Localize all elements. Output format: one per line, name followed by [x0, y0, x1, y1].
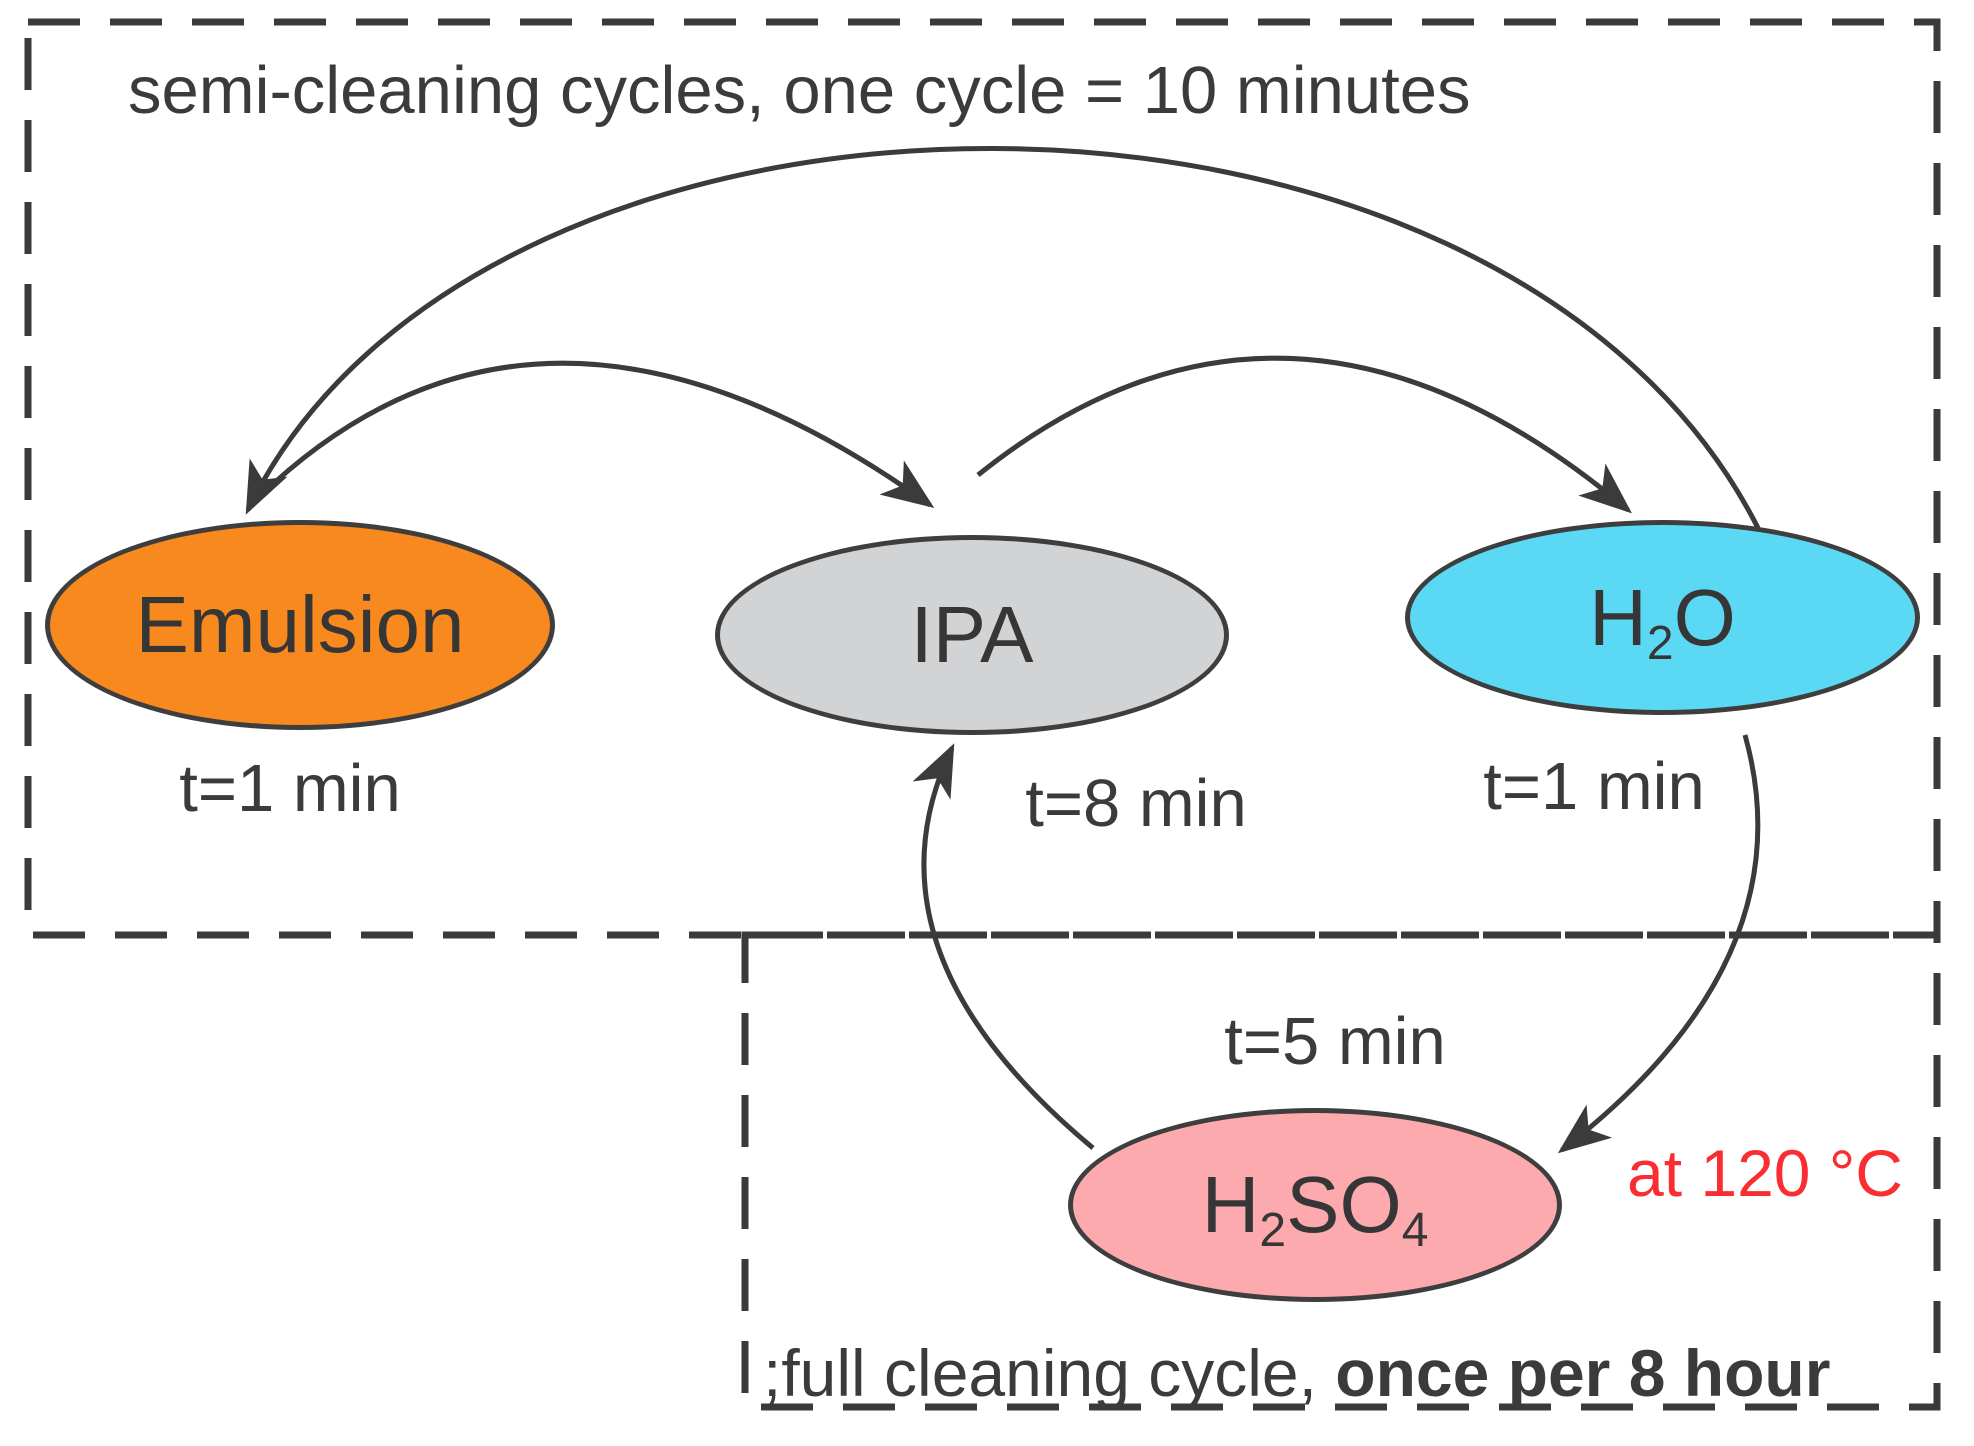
arrow-emulsion-to-ipa — [256, 360, 935, 509]
semi-cleaning-title: semi-cleaning cycles, one cycle = 10 min… — [128, 53, 1471, 128]
node-emulsion: Emulsion — [45, 520, 555, 730]
arrow-ipa-to-h2o — [976, 355, 1633, 514]
semi-cleaning-box — [24, 18, 1941, 939]
node-h2o: H2O — [1405, 520, 1920, 715]
h2o-subscript: 2 — [1646, 616, 1674, 670]
full-cleaning-caption: ;full cleaning cycle, once per 8 hour — [763, 1340, 1830, 1406]
temperature-note: at 120 °C — [1627, 1136, 1903, 1210]
h2so4-subscript-2: 2 — [1259, 1204, 1287, 1258]
arrow-h2so4-to-ipa — [912, 743, 1095, 1150]
h2so4-subscript-4: 4 — [1401, 1204, 1429, 1258]
node-ipa-label: IPA — [910, 590, 1034, 679]
node-ipa: IPA — [715, 535, 1229, 735]
ipa-time-label: t=8 min — [1025, 766, 1247, 841]
node-emulsion-label: Emulsion — [135, 580, 465, 669]
emulsion-time-label: t=1 min — [179, 751, 401, 826]
full-cleaning-box — [741, 931, 1941, 1411]
arrow-h2o-to-emulsion — [245, 146, 1761, 530]
h2o-time-label: t=1 min — [1483, 749, 1705, 824]
node-h2so4: H2SO4 — [1068, 1108, 1562, 1302]
h2so4-time-label: t=5 min — [1224, 1004, 1446, 1079]
arrow-h2o-to-h2so4 — [1557, 734, 1761, 1154]
full-cleaning-caption-bold: once per 8 hour — [1335, 1336, 1831, 1410]
full-cleaning-caption-prefix: ;full cleaning cycle, — [763, 1336, 1336, 1410]
node-h2o-label: H2O — [1589, 572, 1736, 670]
node-h2so4-label: H2SO4 — [1201, 1160, 1429, 1258]
